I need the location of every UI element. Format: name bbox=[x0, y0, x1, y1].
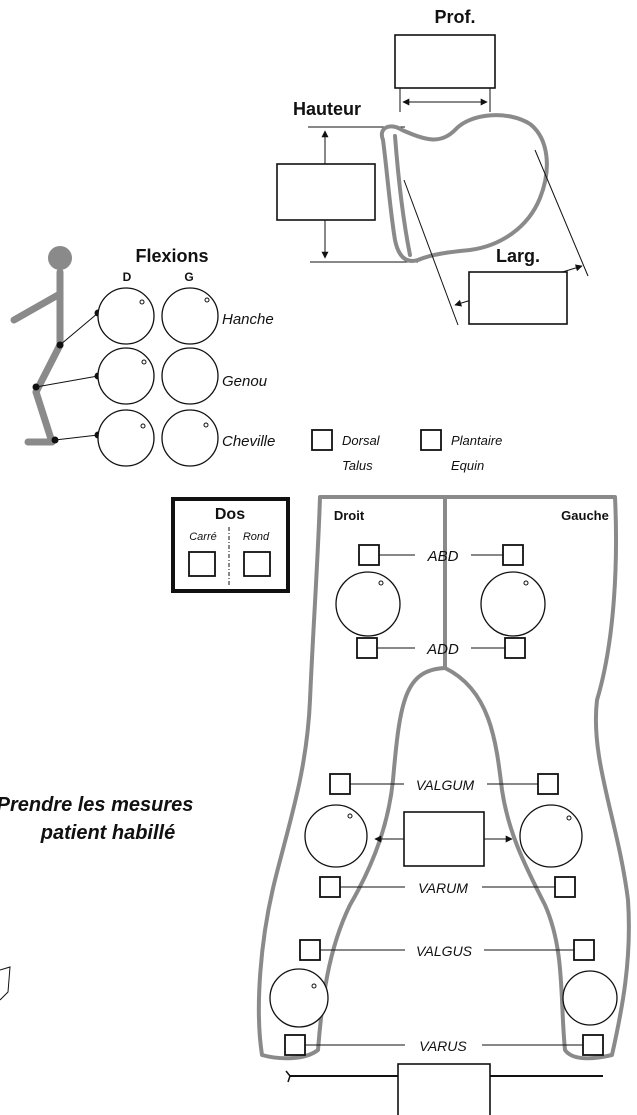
seat-shell bbox=[379, 113, 549, 263]
valgus-label: VALGUS bbox=[416, 943, 473, 959]
hip-left-dial[interactable] bbox=[161, 287, 219, 345]
hip-label: Hanche bbox=[222, 311, 274, 328]
knee-right-dial-legs[interactable] bbox=[304, 804, 368, 868]
knee-right-dial[interactable] bbox=[97, 347, 155, 405]
note-line-2: patient habillé bbox=[40, 822, 175, 844]
plantar-checkbox[interactable] bbox=[420, 429, 442, 451]
height-input-box[interactable] bbox=[276, 163, 376, 221]
varum-left-checkbox[interactable] bbox=[554, 876, 576, 898]
flexions-col-left: G bbox=[184, 270, 193, 284]
talus-label: Talus bbox=[342, 458, 373, 473]
valgus-left-checkbox[interactable] bbox=[573, 939, 595, 961]
back-round-label: Rond bbox=[243, 531, 270, 543]
knee-gap-input-box[interactable] bbox=[403, 811, 485, 867]
width-label: Larg. bbox=[496, 246, 540, 266]
varus-left-checkbox[interactable] bbox=[582, 1034, 604, 1056]
seated-figure-icon bbox=[10, 246, 102, 446]
dorsal-checkbox[interactable] bbox=[311, 429, 333, 451]
ankle-left-dial-legs[interactable] bbox=[562, 970, 618, 1026]
equin-label: Equin bbox=[451, 458, 484, 473]
width-input-box[interactable] bbox=[468, 271, 568, 325]
valgum-right-checkbox[interactable] bbox=[329, 773, 351, 795]
seat-section: Prof. Hauteur Larg. bbox=[276, 7, 589, 326]
ankle-label: Cheville bbox=[222, 433, 275, 450]
flexions-section: Flexions D G Hanche bbox=[10, 246, 502, 473]
abd-right-checkbox[interactable] bbox=[358, 544, 380, 566]
width-guide-right bbox=[534, 149, 589, 277]
edge-fragment bbox=[0, 966, 11, 1001]
knee-label: Genou bbox=[222, 373, 268, 390]
flexions-col-right: D bbox=[123, 270, 132, 284]
back-square-label: Carré bbox=[189, 531, 217, 543]
legs-outline bbox=[256, 495, 631, 1061]
add-label: ADD bbox=[426, 641, 459, 658]
ankle-right-dial[interactable] bbox=[97, 409, 155, 467]
legs-section: Droit Gauche ABD ADD VALGUM bbox=[256, 495, 631, 1115]
dorsal-label: Dorsal bbox=[342, 433, 381, 448]
legs-left-label: Gauche bbox=[561, 508, 609, 523]
back-round-checkbox[interactable] bbox=[243, 551, 271, 577]
flexions-title: Flexions bbox=[135, 246, 208, 266]
ankle-right-dial-legs[interactable] bbox=[269, 968, 329, 1028]
hip-abduction-left-dial[interactable] bbox=[480, 571, 546, 637]
knee-left-dial-legs[interactable] bbox=[519, 804, 583, 868]
valgus-right-checkbox[interactable] bbox=[299, 939, 321, 961]
depth-label: Prof. bbox=[434, 7, 475, 27]
note-line-1: Prendre les mesures bbox=[0, 794, 193, 816]
varum-right-checkbox[interactable] bbox=[319, 876, 341, 898]
back-title: Dos bbox=[215, 506, 245, 523]
back-square-checkbox[interactable] bbox=[188, 551, 216, 577]
abd-left-checkbox[interactable] bbox=[502, 544, 524, 566]
plantar-label: Plantaire bbox=[451, 433, 502, 448]
hip-right-dial[interactable] bbox=[97, 287, 155, 345]
ankle-left-dial[interactable] bbox=[161, 409, 219, 467]
hip-abduction-right-dial[interactable] bbox=[335, 571, 401, 637]
add-right-checkbox[interactable] bbox=[356, 637, 378, 659]
abd-label: ABD bbox=[427, 548, 459, 565]
valgum-left-checkbox[interactable] bbox=[537, 773, 559, 795]
depth-input-box[interactable] bbox=[394, 34, 496, 89]
legs-right-label: Droit bbox=[334, 508, 365, 523]
varus-right-checkbox[interactable] bbox=[284, 1034, 306, 1056]
back-section: Dos Carré Rond bbox=[171, 497, 290, 593]
knee-left-dial[interactable] bbox=[161, 347, 219, 405]
varum-label: VARUM bbox=[418, 880, 468, 896]
valgum-label: VALGUM bbox=[416, 777, 475, 793]
width-guide-left bbox=[403, 179, 459, 326]
varus-label: VARUS bbox=[419, 1038, 467, 1054]
add-left-checkbox[interactable] bbox=[504, 637, 526, 659]
height-label: Hauteur bbox=[293, 99, 361, 119]
foot-length-input-box[interactable] bbox=[397, 1063, 491, 1115]
